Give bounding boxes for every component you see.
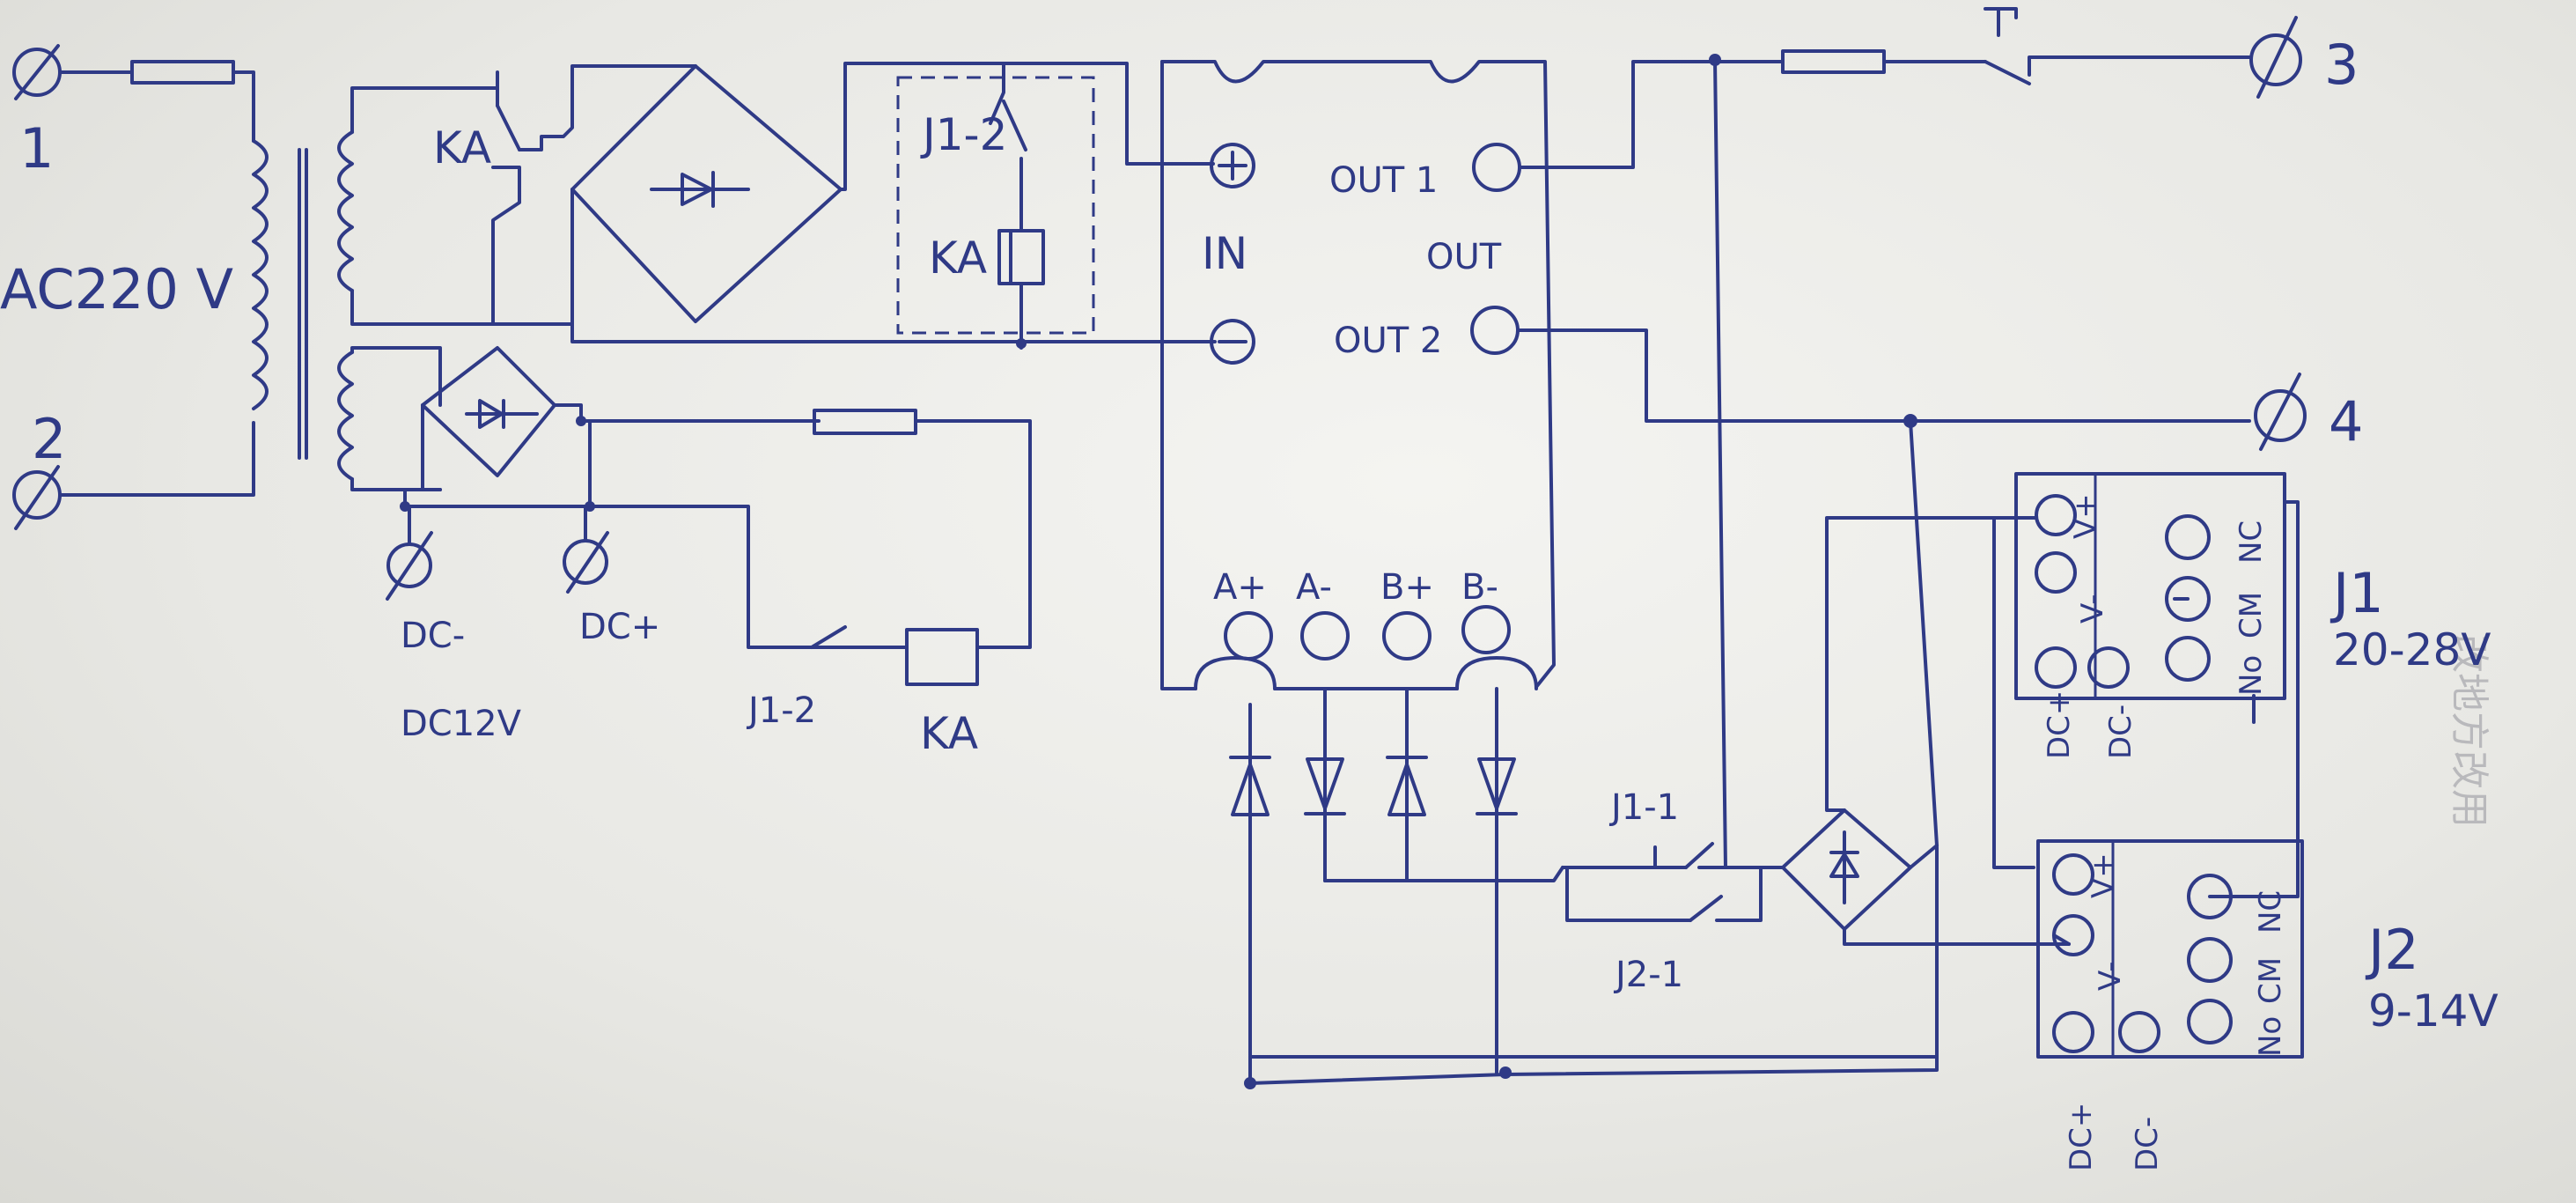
output-terminal-3	[2249, 16, 2302, 99]
j1-range-label: 20-28V	[2333, 624, 2491, 675]
j2-vplus-label: V+	[2086, 852, 2121, 898]
dc-fuse	[813, 409, 917, 435]
j2-no-terminal	[2187, 999, 2233, 1044]
diode-a-plus	[1229, 703, 1271, 1085]
main-bridge-rectifier	[570, 64, 843, 323]
j1-cm-label: CM	[2234, 592, 2269, 638]
ka-contact-label: KA	[433, 122, 491, 173]
j2-vminus-terminal	[2052, 914, 2094, 956]
small-bridge-rectifier	[1781, 808, 1912, 931]
a-minus-label: A-	[1296, 567, 1332, 608]
dc-plus-label: DC+	[579, 607, 660, 647]
out2-terminal	[1470, 306, 1520, 355]
j1-vplus-label: V+	[2068, 493, 2103, 539]
j2-range-label: 9-14V	[2368, 985, 2499, 1037]
j1-2-contact	[751, 625, 847, 649]
j2-1-contact	[1565, 866, 1763, 922]
diode-b-plus	[1386, 687, 1428, 882]
j2-no-label: No	[2253, 1016, 2288, 1057]
b-minus-label: B-	[1461, 567, 1498, 608]
ka-changeover-contact	[403, 64, 609, 326]
j2-dcminus-label: DC-	[2130, 1117, 2165, 1171]
relay-j1-label: J1-2	[920, 109, 1007, 160]
output-terminal-4	[2254, 373, 2307, 451]
a-plus-terminal	[1224, 611, 1273, 661]
b-plus-label: B+	[1380, 567, 1434, 608]
j2-module	[2036, 839, 2304, 1059]
input-terminal-2	[12, 465, 62, 530]
out1-terminal	[1472, 143, 1521, 192]
ghost-text: 改地方改用	[2447, 634, 2491, 828]
input-terminal-1	[12, 44, 62, 100]
ka-coil-label: KA	[920, 708, 978, 759]
b-minus-terminal	[1461, 605, 1511, 654]
diode-a-minus	[1304, 687, 1346, 882]
transformer-secondary-1	[337, 130, 354, 292]
ac-input-label: AC220 V	[0, 257, 233, 321]
input-fuse	[130, 60, 235, 85]
relay-ka-label: KA	[929, 232, 987, 284]
j1-no-terminal	[2165, 636, 2211, 682]
j1-dcminus-label: DC-	[2103, 705, 2138, 759]
j2-vplus-terminal	[2052, 853, 2094, 896]
transformer-primary	[252, 139, 269, 410]
j1-vminus-label: V-	[2075, 594, 2110, 624]
out1-label: OUT 1	[1329, 160, 1438, 201]
output-switch	[1984, 7, 2242, 85]
j2-dcminus-terminal	[2118, 1011, 2160, 1053]
j1-dcminus-terminal	[2087, 646, 2130, 689]
j1-module	[2014, 472, 2286, 700]
j1-cm-terminal	[2165, 576, 2211, 622]
out-label: OUT	[1426, 237, 1502, 277]
out2-label: OUT 2	[1334, 321, 1442, 361]
dc-bridge-rectifier	[421, 346, 556, 477]
output-fuse	[1781, 49, 1886, 74]
relay-box	[896, 76, 1095, 335]
j2-dcplus-terminal	[2052, 1011, 2094, 1053]
j2-vminus-label: V-	[2093, 961, 2128, 991]
terminal-1-label: 1	[19, 116, 54, 181]
j1-1-label: J1-1	[1608, 787, 1679, 828]
ka-coil	[905, 628, 979, 686]
j1-1-contact	[1561, 842, 1785, 869]
dc-voltage-label: DC12V	[401, 704, 522, 744]
a-minus-terminal	[1300, 611, 1350, 661]
j1-dcplus-terminal	[2035, 646, 2077, 689]
dc-minus-label: DC-	[401, 616, 465, 656]
j2-name-label: J2	[2365, 918, 2419, 982]
terminal-3-label: 3	[2324, 33, 2359, 97]
j2-dcplus-label: DC+	[2064, 1103, 2099, 1171]
transformer-secondary-2	[337, 351, 354, 481]
terminal-2-label: 2	[32, 407, 66, 471]
j1-no-label: No	[2234, 655, 2269, 696]
j1-name-label: J1	[2329, 561, 2384, 625]
terminal-4-label: 4	[2329, 389, 2363, 454]
j1-vminus-terminal	[2035, 551, 2077, 594]
ctrl-minus-terminal	[1210, 319, 1255, 365]
j1-2-label: J1-2	[746, 690, 816, 731]
ka-relay-coil	[997, 229, 1045, 285]
ctrl-in-label: IN	[1202, 228, 1248, 279]
j1-dcplus-label: DC+	[2042, 690, 2077, 759]
j2-cm-terminal	[2187, 937, 2233, 983]
j1-nc-label: NC	[2234, 520, 2269, 564]
ctrl-plus-terminal	[1210, 143, 1255, 188]
j2-1-label: J2-1	[1613, 955, 1683, 995]
b-plus-terminal	[1382, 611, 1432, 661]
j1-vplus-terminal	[2035, 494, 2077, 536]
j2-cm-label: CM	[2253, 957, 2288, 1004]
j1-2-relay-contact	[1002, 100, 1027, 232]
a-plus-label: A+	[1213, 567, 1267, 608]
controller-module	[1160, 60, 1556, 690]
j1-nc-terminal	[2165, 514, 2211, 560]
